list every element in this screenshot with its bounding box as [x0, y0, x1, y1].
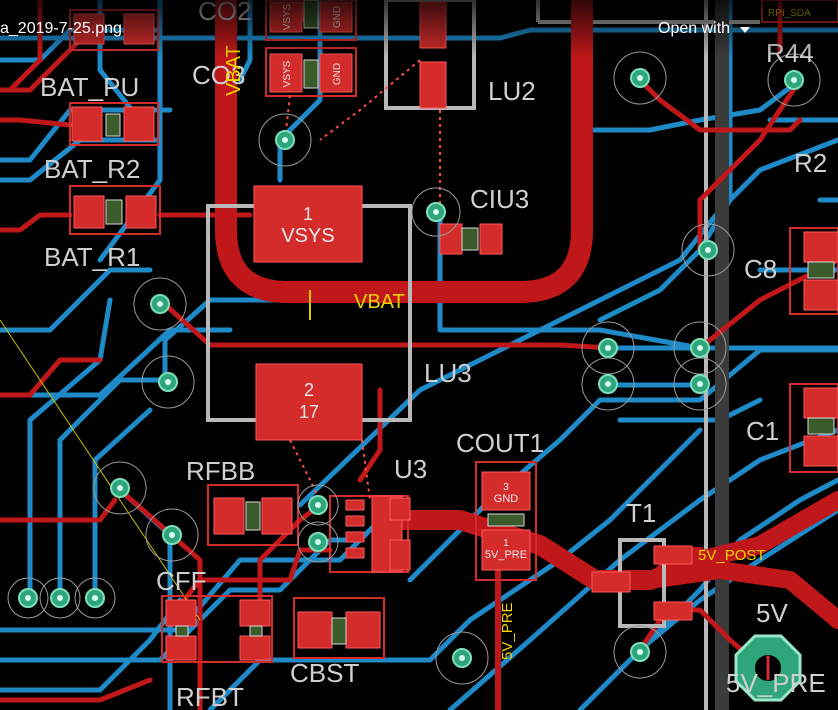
co2-pad1-net: VSYS [282, 3, 293, 30]
designator-co3: CO3 [192, 60, 245, 90]
designator-co2: CO2 [198, 0, 251, 26]
designator-cout1: COUT1 [456, 428, 544, 458]
chevron-down-icon [740, 27, 751, 33]
designator-t1: T1 [626, 498, 656, 528]
designator-ciu3: CIU3 [470, 184, 529, 214]
designator-lu3: LU3 [424, 358, 472, 388]
cout1-pad1-number: 1 [503, 538, 509, 549]
designator-c1: C1 [746, 416, 779, 446]
net-vbat-horizontal: VBAT [354, 291, 405, 313]
designator-u3: U3 [394, 454, 427, 484]
designator-bat-r2: BAT_R2 [44, 154, 140, 184]
designator-r44: R44 [766, 38, 814, 68]
lu3-pad1-number: 1 [303, 204, 313, 224]
net-5v-pre-trace: 5V_PRE [499, 602, 516, 660]
co3-pad1-net: VSYS [282, 60, 293, 87]
designator-cff: CFF [156, 566, 207, 596]
designator-5v-pre: 5V_PRE [726, 668, 826, 698]
designator-5v: 5V [756, 598, 788, 628]
net-vbat-vertical: VBAT [223, 45, 245, 96]
co3-pad2-net: GND [332, 63, 343, 85]
cout1-pad3-number: 3 [503, 482, 509, 493]
designator-rfbt: RFBT [176, 682, 244, 710]
designator-lu2: LU2 [488, 76, 536, 106]
net-rpi-sda: RPI_SDA [768, 8, 811, 19]
ratsnest-line [0, 319, 201, 621]
net-5v-post: 5V_POST [698, 547, 766, 564]
designator-cbst: CBST [290, 658, 359, 688]
designator-c8: C8 [744, 254, 777, 284]
file-name: a_2019-7-25.png [0, 20, 122, 37]
component-bodies [105, 0, 835, 645]
cout1-pad1-net: 5V_PRE [485, 549, 527, 561]
silkscreen-labels: CO2 CO3 BAT_PU BAT_R2 BAT_R1 LU2 LU3 CIU… [40, 0, 827, 710]
cout1-pad3-net: GND [494, 493, 519, 505]
designator-bat-r1: BAT_R1 [44, 242, 140, 272]
lu3-pad2-net: 17 [299, 402, 319, 422]
co2-pad2-net: GND [332, 6, 343, 28]
vias [7, 51, 821, 685]
designator-r2: R2 [794, 148, 827, 178]
five-v-testpoint [734, 634, 802, 702]
lu3-pad1-net: VSYS [281, 225, 334, 247]
designator-bat-pu: BAT_PU [40, 72, 139, 102]
designator-rfbb: RFBB [186, 456, 255, 486]
open-with-button[interactable]: Open with [658, 20, 751, 38]
open-with-label: Open with [658, 20, 731, 37]
lu3-pad2-number: 2 [304, 380, 314, 400]
